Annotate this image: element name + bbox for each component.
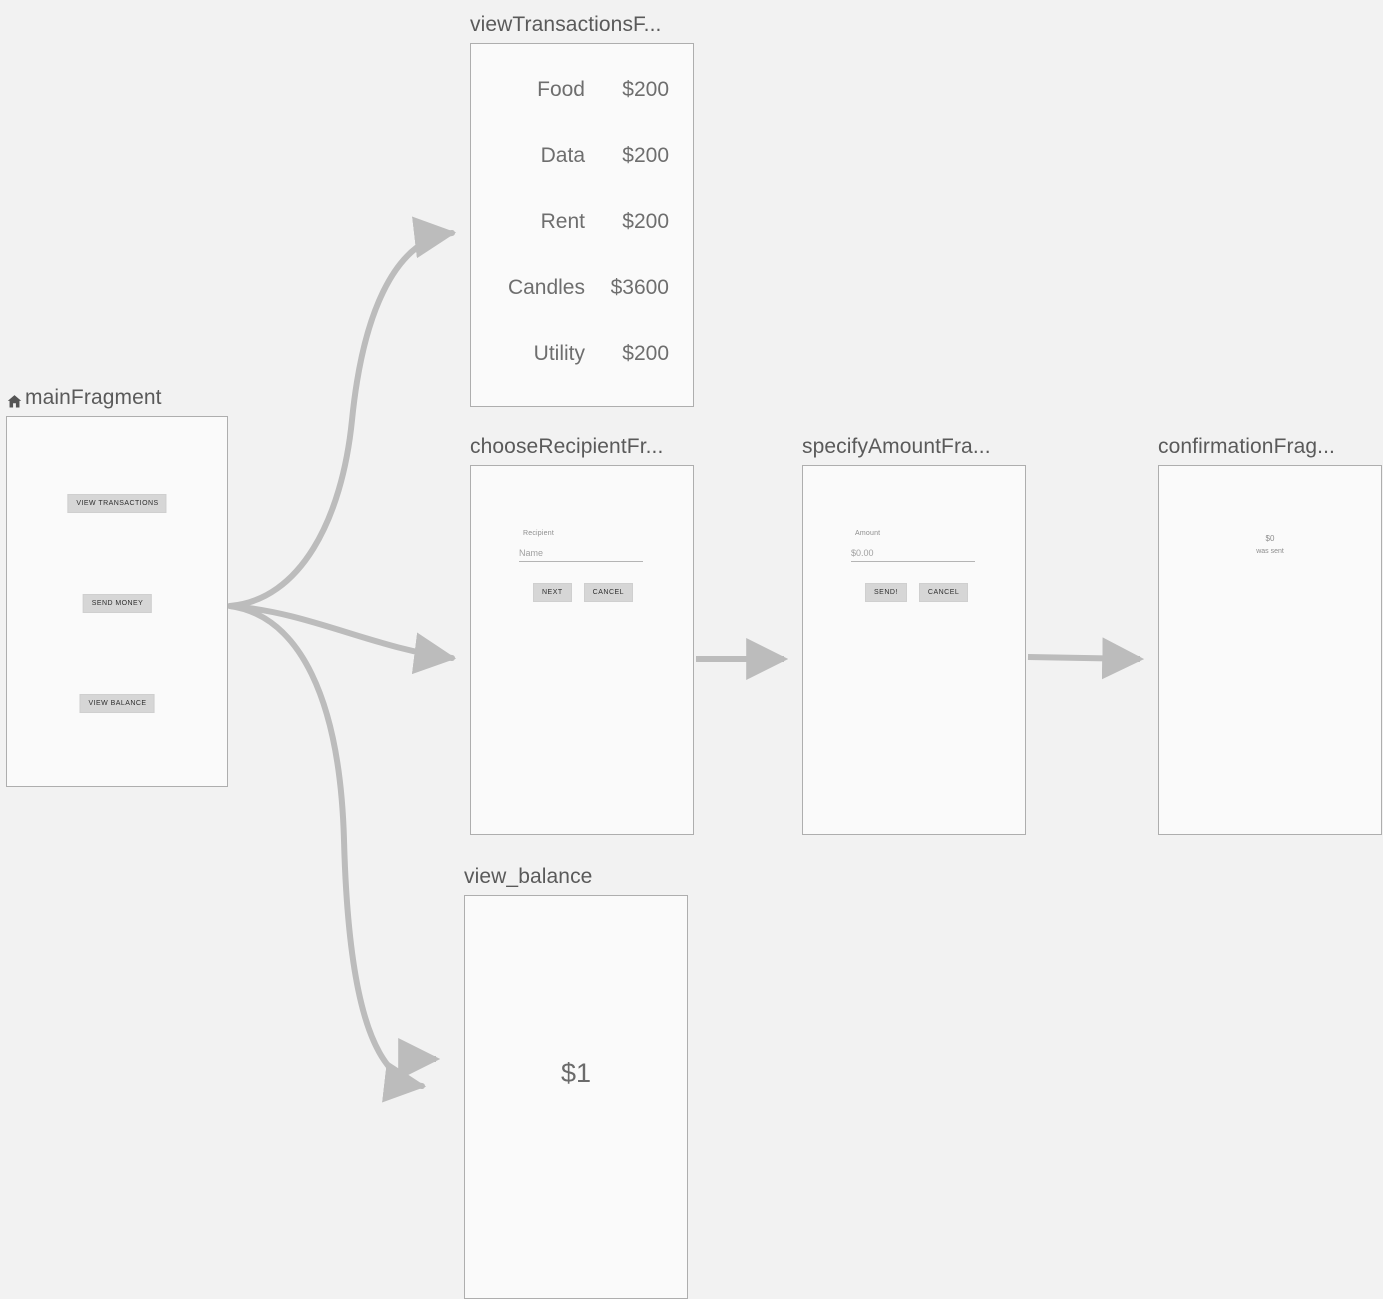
node-view-balance[interactable]: view_balance $1 [464, 864, 688, 1299]
node-main-fragment-title: mainFragment [6, 385, 228, 411]
node-specify-amount-fragment[interactable]: specifyAmountFra... Amount $0.00 SEND! C… [802, 434, 1026, 835]
view-balance-button[interactable]: VIEW BALANCE [79, 694, 155, 713]
choose-recipient-preview: Recipient Name NEXT CANCEL [470, 465, 694, 835]
recipient-actions: NEXT CANCEL [533, 583, 634, 602]
transaction-label: Utility [533, 342, 585, 365]
node-choose-recipient-fragment-title: chooseRecipientFr... [470, 434, 694, 460]
node-confirmation-fragment[interactable]: confirmationFrag... $0 was sent [1158, 434, 1382, 835]
amount-actions: SEND! CANCEL [865, 583, 969, 602]
table-row: Data $200 [471, 144, 693, 210]
cancel-button[interactable]: CANCEL [918, 583, 969, 602]
table-row: Food $200 [471, 78, 693, 144]
main-fragment-preview: VIEW TRANSACTIONS SEND MONEY VIEW BALANC… [6, 416, 228, 787]
next-button[interactable]: NEXT [533, 583, 572, 602]
confirmation-text: was sent [1256, 548, 1284, 555]
send-money-button[interactable]: SEND MONEY [82, 594, 152, 613]
home-icon [6, 391, 23, 408]
table-row: Rent $200 [471, 210, 693, 276]
edge-main-to-recipient [227, 603, 457, 675]
node-specify-amount-fragment-label: specifyAmountFra... [802, 435, 991, 458]
edge-main-to-balance [227, 603, 427, 1103]
amount-input[interactable]: $0.00 [851, 548, 975, 562]
node-main-fragment[interactable]: mainFragment VIEW TRANSACTIONS SEND MONE… [6, 385, 228, 787]
transaction-amount: $200 [622, 78, 669, 101]
specify-amount-preview: Amount $0.00 SEND! CANCEL [802, 465, 1026, 835]
transaction-label: Data [540, 144, 585, 167]
confirmation-message-block: $0 was sent [1159, 532, 1381, 558]
transaction-amount: $200 [622, 144, 669, 167]
transaction-amount: $200 [622, 210, 669, 233]
node-view-balance-label: view_balance [464, 865, 593, 888]
recipient-field-label: Recipient [523, 530, 554, 537]
node-view-transactions-fragment[interactable]: viewTransactionsF... Food $200 Data $200… [470, 12, 694, 407]
transaction-label: Rent [540, 210, 585, 233]
transaction-amount: $3600 [610, 276, 669, 299]
node-view-transactions-fragment-title: viewTransactionsF... [470, 12, 694, 38]
transaction-amount: $200 [622, 342, 669, 365]
confirmation-preview: $0 was sent [1158, 465, 1382, 835]
node-choose-recipient-fragment[interactable]: chooseRecipientFr... Recipient Name NEXT… [470, 434, 694, 835]
node-main-fragment-label: mainFragment [25, 386, 162, 409]
confirmation-amount: $0 [1265, 534, 1275, 543]
view-balance-preview: $1 [464, 895, 688, 1299]
cancel-button[interactable]: CANCEL [583, 583, 634, 602]
balance-amount: $1 [560, 1058, 592, 1088]
view-transactions-preview: Food $200 Data $200 Rent $200 Candles $3… [470, 43, 694, 407]
node-view-balance-title: view_balance [464, 864, 688, 890]
node-choose-recipient-fragment-label: chooseRecipientFr... [470, 435, 664, 458]
recipient-name-input[interactable]: Name [519, 548, 643, 562]
node-view-transactions-fragment-label: viewTransactionsF... [470, 13, 662, 36]
table-row: Utility $200 [471, 342, 693, 406]
node-specify-amount-fragment-title: specifyAmountFra... [802, 434, 1026, 460]
amount-field-label: Amount [855, 530, 881, 537]
edge-amount-to-confirmation [1027, 637, 1145, 680]
transaction-label: Food [537, 78, 585, 101]
transaction-label: Candles [507, 276, 585, 299]
view-transactions-button[interactable]: VIEW TRANSACTIONS [67, 494, 167, 513]
table-row: Candles $3600 [471, 276, 693, 342]
send-button[interactable]: SEND! [865, 583, 907, 602]
edge-main-to-transactions [227, 216, 457, 609]
node-confirmation-fragment-title: confirmationFrag... [1158, 434, 1382, 460]
node-confirmation-fragment-label: confirmationFrag... [1158, 435, 1335, 458]
